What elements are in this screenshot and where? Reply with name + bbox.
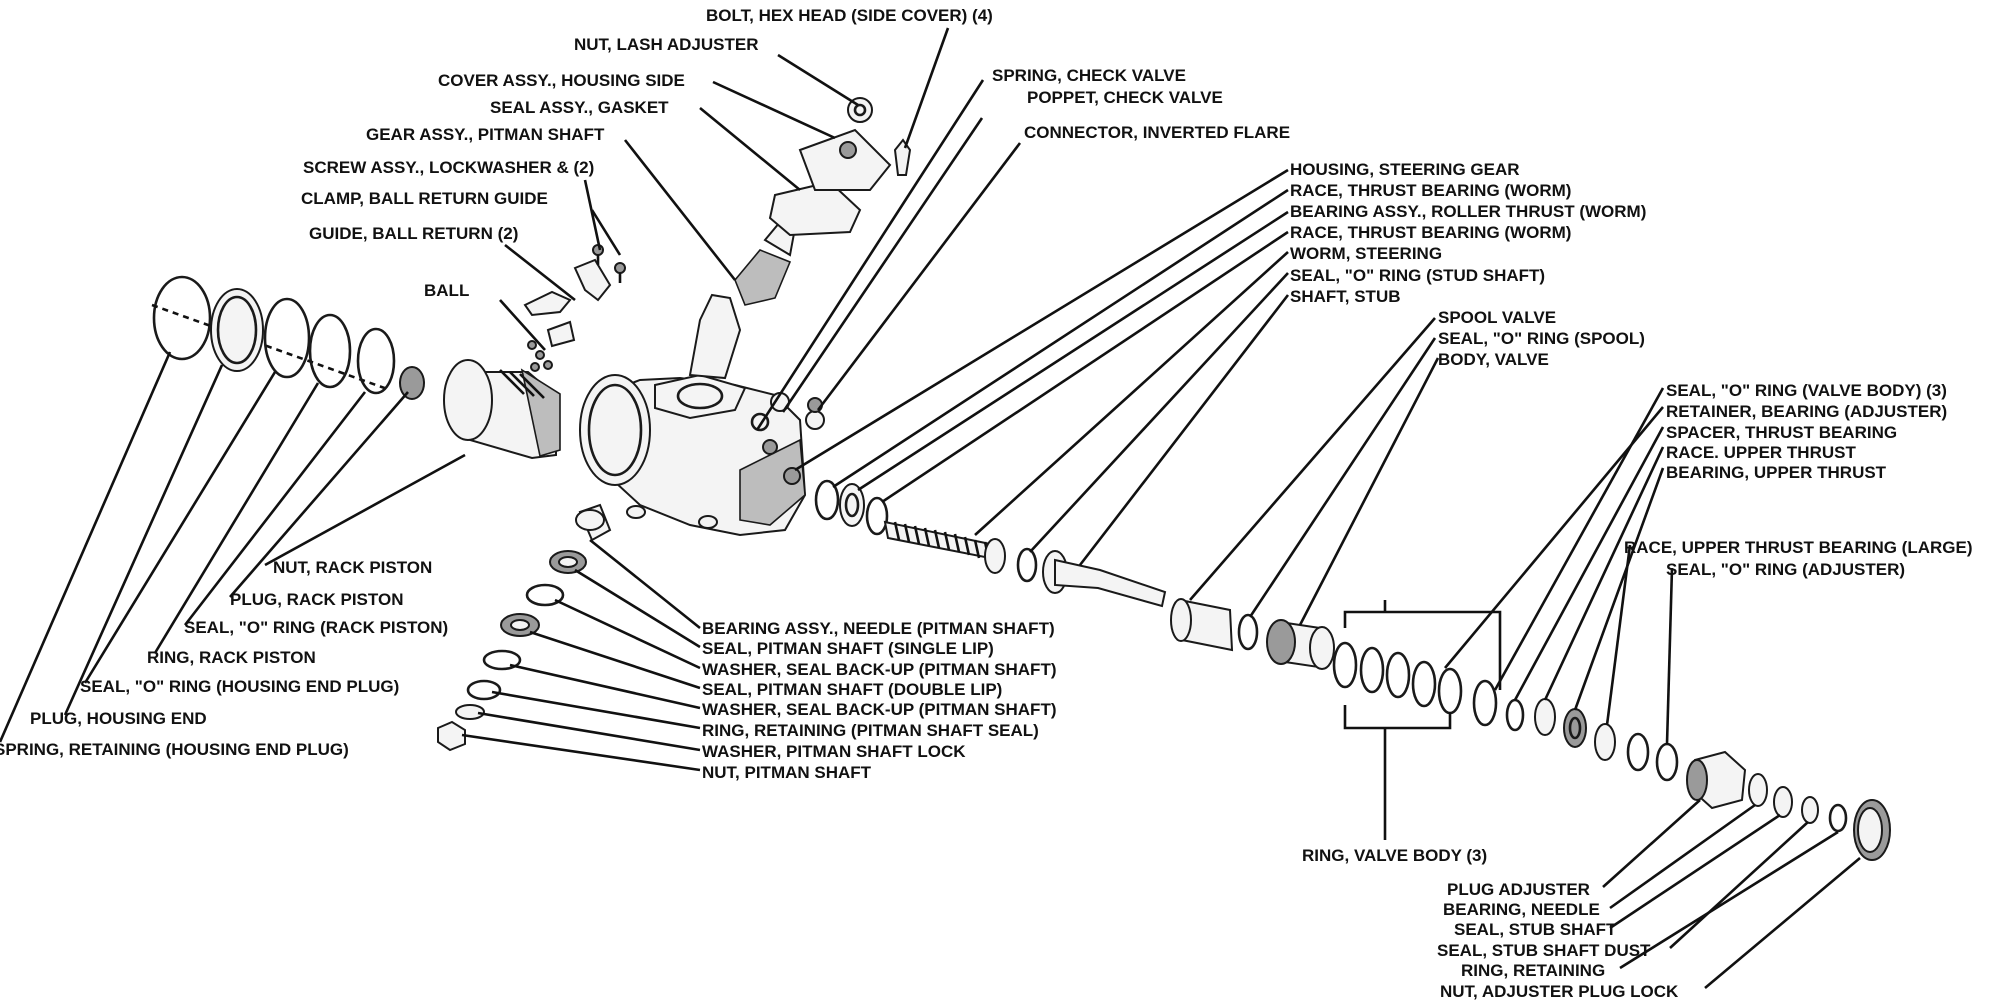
label-race-upper-large: RACE, UPPER THRUST BEARING (LARGE): [1624, 538, 1973, 557]
label-screw-assy: SCREW ASSY., LOCKWASHER & (2): [303, 158, 594, 177]
nut-adjuster-lock-part: [1853, 799, 1891, 861]
cover-assy-part: [798, 128, 892, 191]
label-spring-check-valve: SPRING, CHECK VALVE: [992, 66, 1186, 85]
label-clamp-ball-return: CLAMP, BALL RETURN GUIDE: [301, 189, 548, 208]
plug-rack-piston-part: [399, 366, 425, 400]
nut-pitman-part: [437, 720, 466, 752]
label-shaft-stub: SHAFT, STUB: [1290, 287, 1401, 306]
label-bearing-roller-thrust: BEARING ASSY., ROLLER THRUST (WORM): [1290, 202, 1646, 221]
label-race-thrust-worm-2: RACE, THRUST BEARING (WORM): [1290, 223, 1571, 242]
worm-steering-part: [883, 520, 1006, 574]
label-spacer-thrust: SPACER, THRUST BEARING: [1666, 423, 1897, 442]
label-nut-rack-piston: NUT, RACK PISTON: [273, 558, 432, 577]
shaft-stub-part: [1042, 550, 1167, 608]
label-washer-lock: WASHER, PITMAN SHAFT LOCK: [702, 742, 966, 761]
bearing-roller-thrust-part: [839, 483, 865, 527]
body-valve-part: [1266, 619, 1335, 670]
guide-ball-return-part: [523, 290, 572, 317]
label-bolt-hex-head: BOLT, HEX HEAD (SIDE COVER) (4): [706, 6, 993, 25]
seal-o-ring-stud-part: [1016, 547, 1038, 583]
label-seal-stub-dust: SEAL, STUB SHAFT DUST: [1437, 941, 1651, 960]
bolt-hex-head-part: [893, 138, 912, 176]
gear-assy-pitman-part: [688, 220, 797, 380]
leader-lines: [0, 27, 1861, 989]
label-seal-o-ring-rack: SEAL, "O" RING (RACK PISTON): [184, 618, 448, 637]
race-thrust-worm-2-part: [865, 496, 889, 536]
race-thrust-worm-1-part: [814, 479, 840, 521]
label-housing-steering-gear: HOUSING, STEERING GEAR: [1290, 160, 1520, 179]
label-seal-o-ring-stud: SEAL, "O" RING (STUD SHAFT): [1290, 266, 1545, 285]
label-nut-adjuster-lock: NUT, ADJUSTER PLUG LOCK: [1440, 982, 1679, 1001]
seal-o-ring-rack-part: [356, 327, 396, 395]
ring-rack-piston-part: [308, 313, 352, 389]
label-bearing-upper-thrust: BEARING, UPPER THRUST: [1666, 463, 1887, 482]
label-poppet-check-valve: POPPET, CHECK VALVE: [1027, 88, 1223, 107]
label-retainer-bearing: RETAINER, BEARING (ADJUSTER): [1666, 402, 1947, 421]
label-seal-o-ring-housing-plug: SEAL, "O" RING (HOUSING END PLUG): [80, 677, 399, 696]
label-ring-retaining-pitman: RING, RETAINING (PITMAN SHAFT SEAL): [702, 721, 1039, 740]
seal-o-ring-spool-part: [1237, 613, 1259, 651]
label-seal-assy-gasket: SEAL ASSY., GASKET: [490, 98, 669, 117]
rack-piston-part: [443, 359, 561, 460]
label-spring-retaining: SPRING, RETAINING (HOUSING END PLUG): [0, 740, 349, 759]
label-seal-o-ring-valve-body: SEAL, "O" RING (VALVE BODY) (3): [1666, 381, 1947, 400]
label-ring-valve-body: RING, VALVE BODY (3): [1302, 846, 1487, 865]
label-cover-assy: COVER ASSY., HOUSING SIDE: [438, 71, 685, 90]
label-body-valve: BODY, VALVE: [1438, 350, 1549, 369]
label-spool-valve: SPOOL VALVE: [1438, 308, 1556, 327]
label-seal-pitman-double: SEAL, PITMAN SHAFT (DOUBLE LIP): [702, 680, 1002, 699]
label-washer-backup-2: WASHER, SEAL BACK-UP (PITMAN SHAFT): [702, 700, 1057, 719]
label-seal-stub-shaft: SEAL, STUB SHAFT: [1454, 920, 1617, 939]
plug-housing-end-part: [210, 288, 264, 372]
label-ball: BALL: [424, 281, 469, 300]
label-seal-o-ring-adjuster: SEAL, "O" RING (ADJUSTER): [1666, 560, 1905, 579]
label-washer-backup-1: WASHER, SEAL BACK-UP (PITMAN SHAFT): [702, 660, 1057, 679]
label-bearing-needle: BEARING, NEEDLE: [1443, 900, 1600, 919]
label-ring-rack-piston: RING, RACK PISTON: [147, 648, 316, 667]
label-plug-rack-piston: PLUG, RACK PISTON: [230, 590, 403, 609]
connector-flare-part: [805, 410, 825, 430]
label-seal-o-ring-spool: SEAL, "O" RING (SPOOL): [1438, 329, 1645, 348]
label-gear-assy-pitman: GEAR ASSY., PITMAN SHAFT: [366, 125, 605, 144]
plug-adjuster-part: [1686, 750, 1747, 810]
label-bearing-needle-pitman: BEARING ASSY., NEEDLE (PITMAN SHAFT): [702, 619, 1055, 638]
spring-retaining-ring: [152, 275, 212, 361]
label-nut-lash-adjuster: NUT, LASH ADJUSTER: [574, 35, 759, 54]
label-race-upper-thrust: RACE. UPPER THRUST: [1666, 443, 1856, 462]
label-nut-pitman: NUT, PITMAN SHAFT: [702, 763, 872, 782]
seal-o-ring-housing-plug-part: [263, 297, 311, 379]
label-worm-steering: WORM, STEERING: [1290, 244, 1442, 263]
label-ring-retaining: RING, RETAINING: [1461, 961, 1605, 980]
label-guide-ball-return: GUIDE, BALL RETURN (2): [309, 224, 518, 243]
label-connector-flare: CONNECTOR, INVERTED FLARE: [1024, 123, 1290, 142]
parts-illustration: [151, 97, 1891, 861]
part-labels: BOLT, HEX HEAD (SIDE COVER) (4) NUT, LAS…: [0, 6, 1973, 1001]
label-seal-pitman-single: SEAL, PITMAN SHAFT (SINGLE LIP): [702, 639, 994, 658]
label-plug-adjuster: PLUG ADJUSTER: [1447, 880, 1590, 899]
check-valve-spring-part: [750, 412, 770, 432]
label-plug-housing-end: PLUG, HOUSING END: [30, 709, 207, 728]
clamp-ball-return-part: [573, 258, 612, 302]
label-race-thrust-worm-1: RACE, THRUST BEARING (WORM): [1290, 181, 1571, 200]
